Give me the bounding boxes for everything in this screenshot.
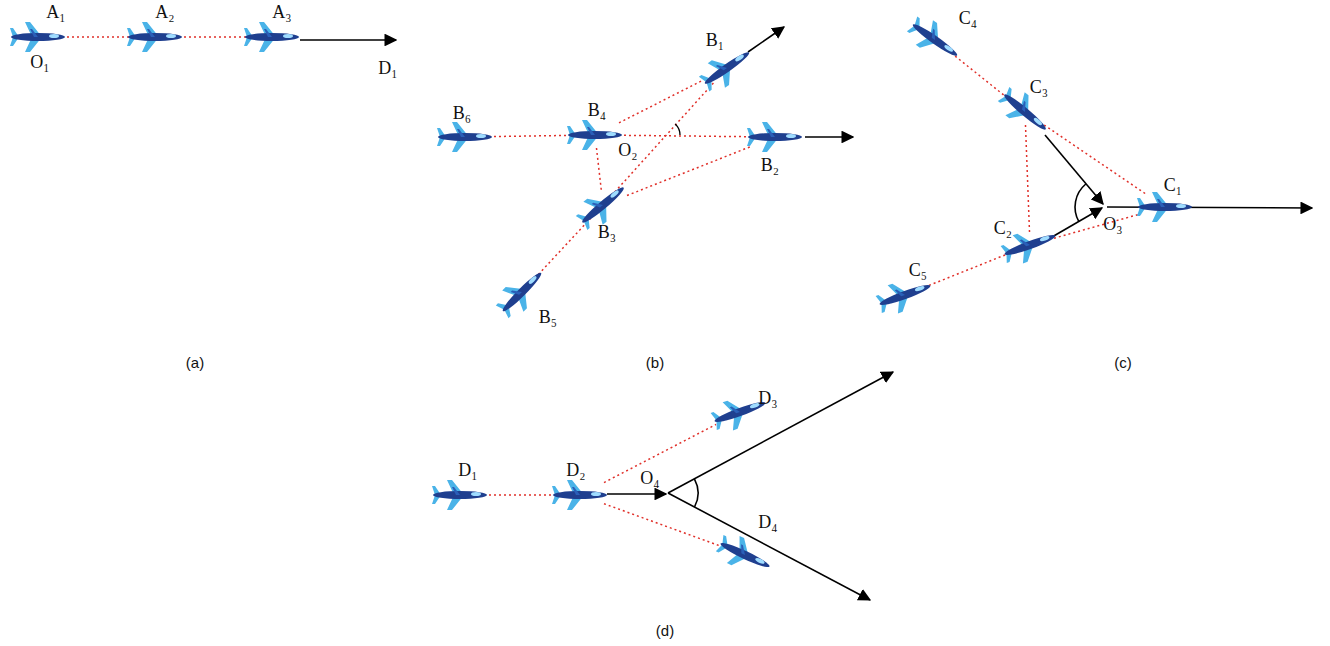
aircraft-icon — [492, 275, 552, 309]
aircraft-icon — [995, 95, 1055, 129]
aircraft-node: D₁ — [436, 482, 484, 508]
panel-caption: (a) — [186, 355, 204, 370]
formation-link — [1054, 214, 1141, 238]
aircraft-icon — [565, 118, 625, 152]
aircraft-label: A₃ — [272, 3, 291, 21]
heading-arrow — [1045, 135, 1103, 204]
aircraft-label: D₂ — [566, 461, 585, 479]
aircraft-label: B₆ — [453, 104, 471, 122]
aircraft-icon — [745, 120, 805, 154]
angle-arc — [694, 479, 698, 507]
formation-link — [604, 504, 721, 547]
aircraft-label: C₄ — [959, 9, 977, 27]
aircraft-icon — [242, 20, 302, 54]
heading-arrow — [1052, 208, 1102, 237]
point-label: O₁ — [30, 53, 49, 71]
aircraft-node: C₅ — [881, 282, 929, 308]
aircraft-label: A₂ — [155, 3, 174, 21]
aircraft-label: C₁ — [1164, 176, 1182, 194]
aircraft-label: D₁ — [458, 461, 477, 479]
panel-caption: (d) — [656, 623, 674, 638]
aircraft-label: C₂ — [994, 219, 1012, 237]
aircraft-icon — [905, 23, 965, 57]
aircraft-node: B₁ — [703, 55, 751, 81]
point-label: O₄ — [640, 469, 659, 487]
aircraft-node: D₄ — [721, 542, 769, 568]
formation-link — [619, 80, 703, 123]
aircraft-node: B₃ — [579, 192, 627, 218]
aircraft-icon — [8, 20, 68, 54]
aircraft-node: B₂ — [751, 124, 799, 150]
panel-caption: (b) — [646, 355, 664, 370]
aircraft-icon — [550, 478, 610, 512]
angle-arc — [675, 124, 680, 135]
formation-link — [615, 81, 715, 192]
aircraft-label: B₂ — [761, 156, 779, 174]
aircraft-label: D₃ — [758, 389, 777, 407]
heading-arrow — [607, 493, 666, 495]
formation-link — [627, 146, 751, 195]
formation-link — [619, 135, 751, 136]
angle-arc — [1075, 184, 1086, 222]
formation-link — [489, 135, 571, 136]
aircraft-icon — [697, 51, 757, 85]
heading-arrow — [300, 39, 396, 41]
aircraft-icon — [875, 278, 935, 312]
heading-arrow — [805, 136, 853, 138]
formation-link — [951, 53, 1009, 99]
aircraft-node: A₃ — [248, 24, 296, 50]
aircraft-label: C₅ — [909, 261, 927, 279]
heading-arrow — [1107, 207, 1312, 208]
aircraft-node: A₂ — [131, 24, 179, 50]
point-label: O₃ — [1103, 215, 1122, 233]
aircraft-icon — [430, 478, 490, 512]
aircraft-label: B₄ — [588, 101, 606, 119]
aircraft-label: B₃ — [598, 223, 616, 241]
aircraft-label: D₄ — [758, 513, 777, 531]
formation-link — [1044, 125, 1146, 194]
aircraft-node: C₁ — [1141, 194, 1189, 220]
formation-link — [596, 148, 601, 192]
aircraft-node: A₁ — [14, 24, 62, 50]
aircraft-node: D₃ — [716, 399, 764, 425]
aircraft-icon — [1135, 190, 1195, 224]
point-label: D₁ — [378, 59, 397, 77]
aircraft-node: C₃ — [1001, 99, 1049, 125]
aircraft-label: C₃ — [1030, 78, 1048, 96]
aircraft-icon — [573, 188, 633, 222]
aircraft-node: B₆ — [441, 124, 489, 150]
panel-caption: (c) — [1114, 355, 1132, 370]
aircraft-label: A₁ — [46, 3, 65, 21]
aircraft-icon — [125, 20, 185, 54]
aircraft-node: C₂ — [1006, 232, 1054, 258]
aircraft-node: B₅ — [498, 279, 546, 305]
formation-link — [179, 36, 248, 38]
heading-arrow — [668, 493, 870, 600]
formation-link — [62, 36, 131, 38]
aircraft-label: B₁ — [706, 31, 724, 49]
aircraft-node: C₄ — [911, 27, 959, 53]
formation-link — [534, 218, 591, 279]
aircraft-label: B₅ — [539, 308, 557, 326]
heading-arrow — [748, 27, 784, 52]
aircraft-icon — [715, 538, 775, 572]
aircraft-node: D₂ — [556, 482, 604, 508]
point-label: O₂ — [618, 141, 637, 159]
aircraft-node: B₄ — [571, 122, 619, 148]
formation-link — [929, 255, 1006, 286]
heading-arrow — [668, 372, 893, 493]
formation-link — [1025, 125, 1029, 232]
aircraft-icon — [435, 120, 495, 154]
formation-link — [604, 424, 716, 482]
formation-link — [484, 494, 556, 496]
